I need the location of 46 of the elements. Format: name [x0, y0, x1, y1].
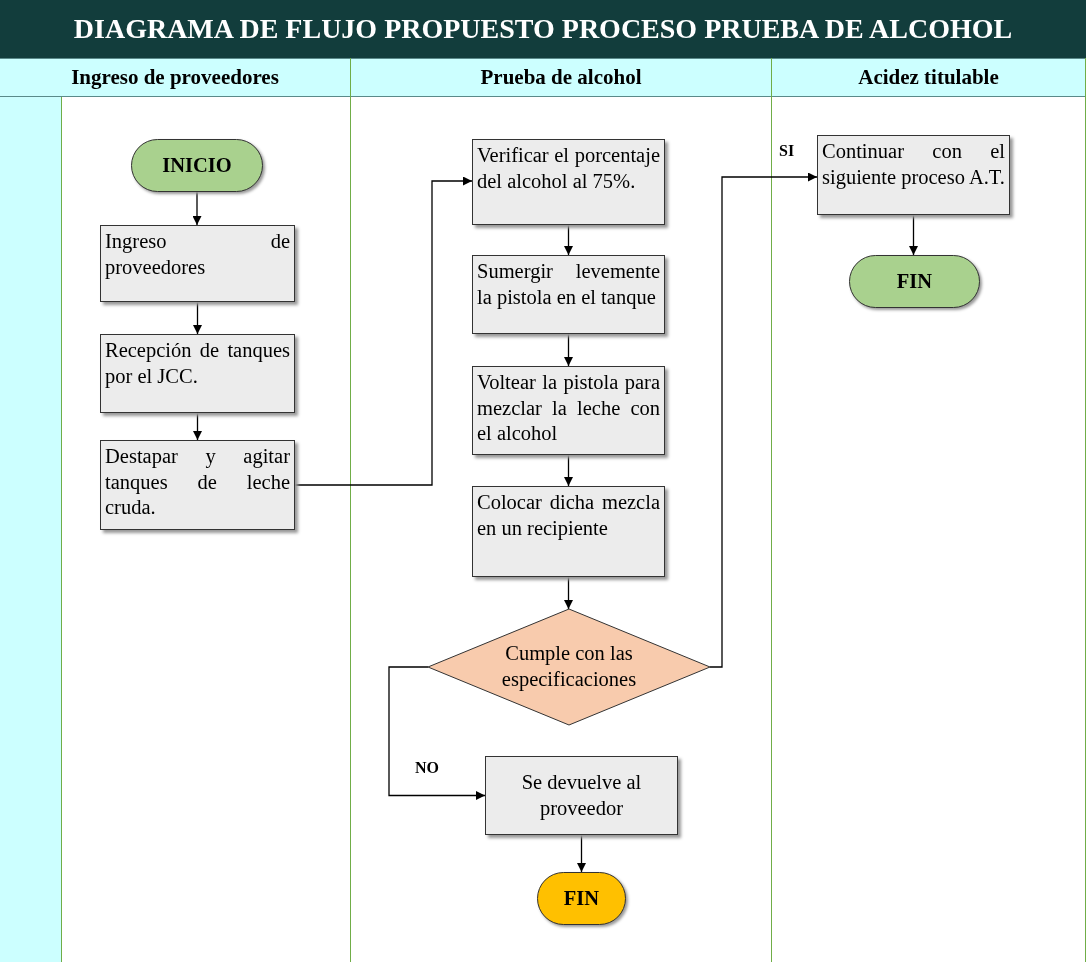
process-text: Se devuelve al proveedor [520, 769, 643, 822]
arrow [709, 172, 818, 668]
process-box [472, 366, 665, 455]
arrow [193, 301, 202, 335]
arrow [577, 834, 586, 873]
process-text: Voltear la pistola para mezclar la leche con el alcohol [477, 370, 660, 447]
decision-text: Cumple con las especificaciones [500, 641, 638, 693]
process-box [817, 135, 1010, 215]
arrow [909, 214, 918, 256]
arrow [564, 333, 573, 367]
process-box [100, 334, 295, 413]
arrow [294, 176, 473, 486]
terminal-text: FIN [563, 885, 600, 911]
swimlane [351, 58, 772, 962]
terminal-pill [537, 872, 626, 925]
process-text: Destapar y agitar tanques de leche cruda. [105, 444, 290, 521]
arrow [564, 224, 573, 256]
process-box [472, 486, 665, 577]
lane-header: Prueba de alcohol [351, 58, 771, 97]
terminal-pill [131, 139, 263, 192]
process-text: Sumergir levemente la pistola en el tanque [477, 259, 660, 311]
process-text: Colocar dicha mezcla en un recipiente [477, 490, 660, 542]
process-text: Continuar con el siguiente proceso A.T. [822, 139, 1005, 191]
terminal-text: INICIO [162, 152, 232, 178]
swimlane [772, 58, 1086, 962]
arrow [564, 454, 573, 487]
process-box [100, 440, 295, 530]
arrow [193, 412, 202, 441]
process-box [472, 139, 665, 225]
arrow [564, 576, 573, 610]
arrow [192, 191, 202, 226]
process-text: Ingreso de proveedores [105, 229, 290, 281]
arrow [388, 666, 486, 800]
process-box [472, 255, 665, 334]
lane-header: Ingreso de proveedores [0, 58, 350, 97]
terminal-text: FIN [896, 268, 933, 294]
swimlane [0, 58, 351, 962]
terminal-pill [849, 255, 980, 308]
process-box [485, 756, 678, 835]
process-text: Recepción de tanques por el JCC. [105, 338, 290, 390]
lane-header: Acidez titulable [772, 58, 1085, 97]
process-text: Verificar el porcentaje del alcohol al 75%. [477, 143, 660, 194]
side-band [0, 97, 62, 962]
process-box [100, 225, 295, 302]
title: DIAGRAMA DE FLUJO PROPUESTO PROCESO PRUEBA DE ALCOHOL [0, 0, 1086, 58]
decision-diamond [428, 609, 710, 725]
